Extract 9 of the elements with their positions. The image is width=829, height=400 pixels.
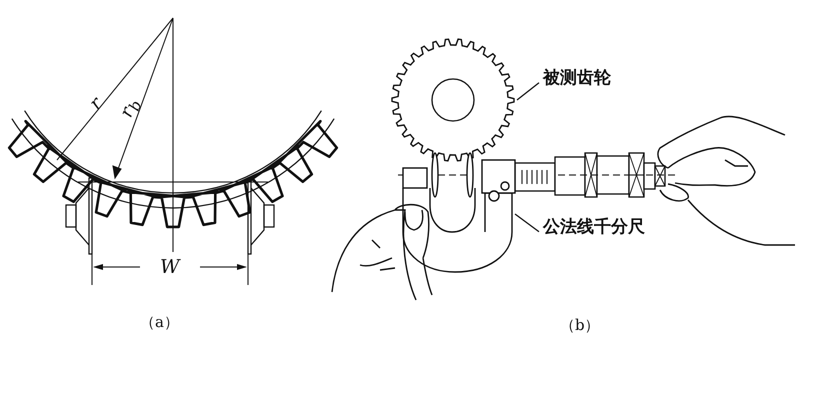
part-label: 被测齿轮 xyxy=(543,70,611,87)
panel-caption: （a） xyxy=(140,315,179,330)
part-label: 公法线千分尺 xyxy=(543,219,645,236)
leader-line xyxy=(516,82,540,100)
micrometer-frame-drawing xyxy=(397,152,515,274)
gear-drawing xyxy=(389,37,517,163)
leader-line xyxy=(514,214,540,232)
panel-caption: （b） xyxy=(560,318,600,333)
radius-label: r xyxy=(86,94,106,114)
